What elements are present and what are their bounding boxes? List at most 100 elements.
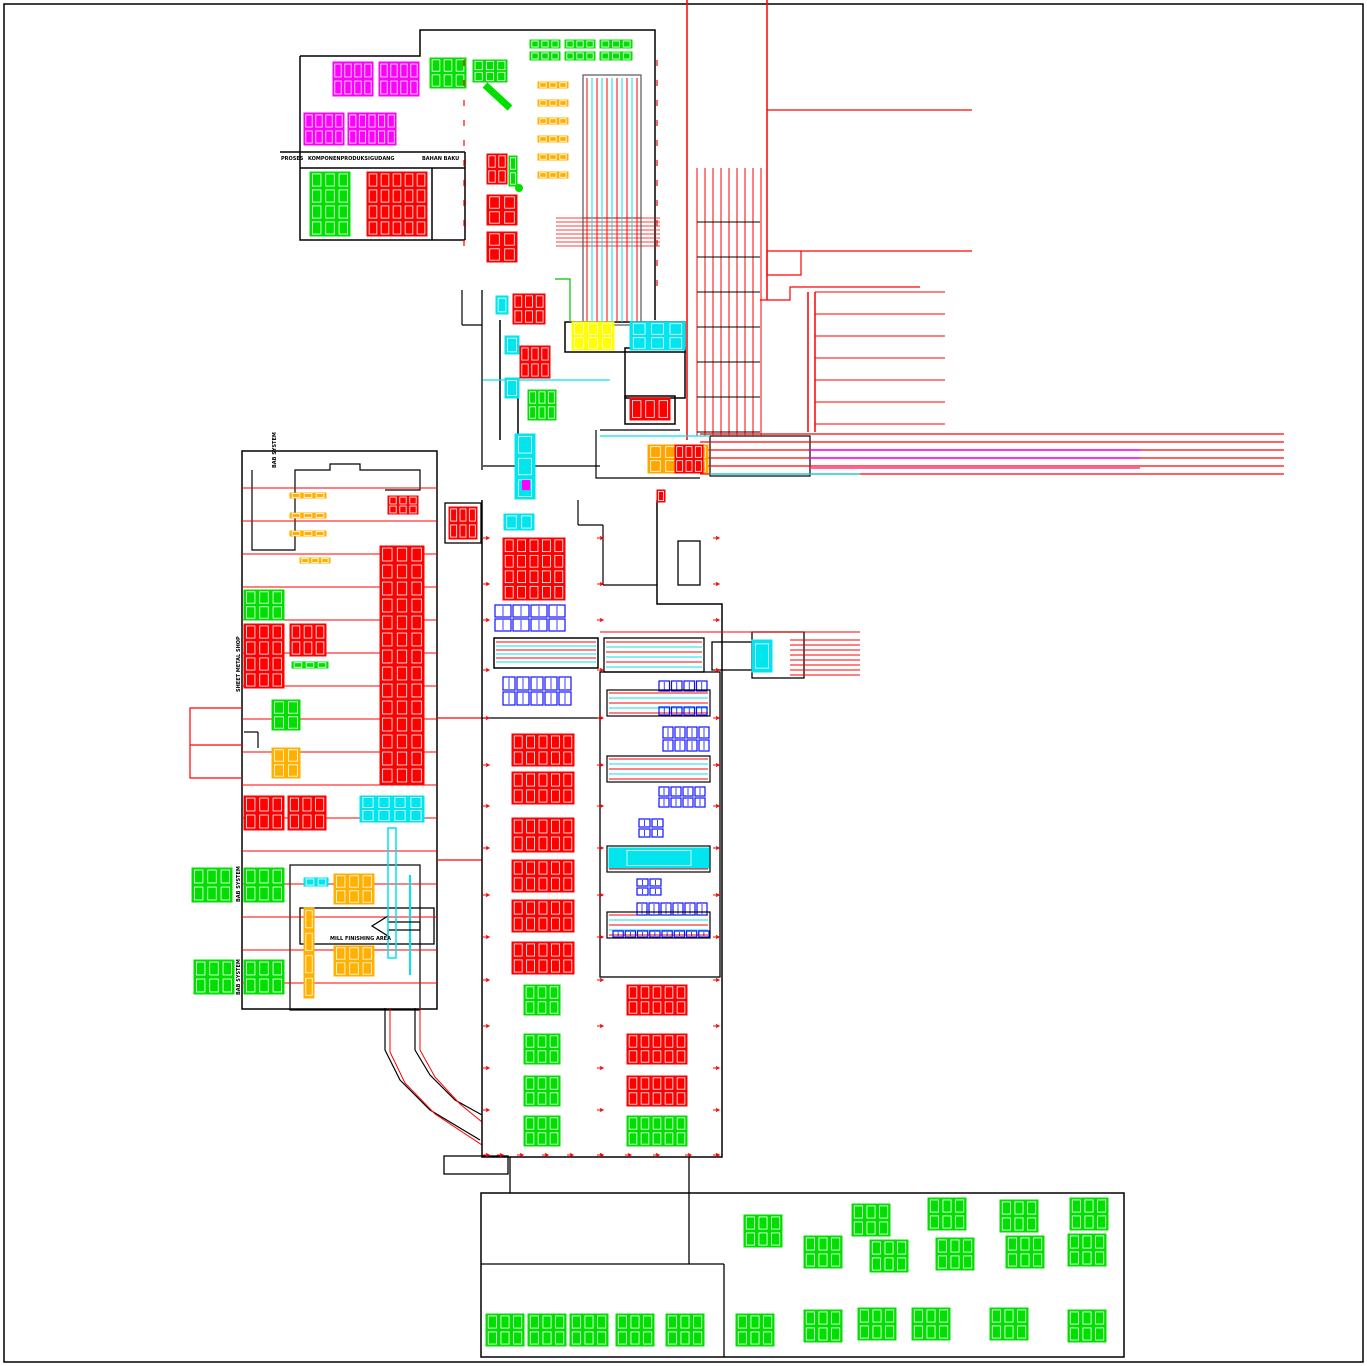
machine-cell	[311, 558, 319, 563]
green-machine	[989, 1307, 1029, 1341]
machine-cell	[664, 1050, 674, 1063]
machine-cell	[517, 585, 526, 599]
conveyor-band	[606, 911, 711, 939]
machine-cell	[195, 978, 206, 993]
room-outline	[299, 907, 435, 945]
machine-cell	[245, 606, 256, 619]
machine-cell	[549, 100, 557, 106]
magenta-machine	[347, 112, 397, 146]
door-marker	[483, 935, 491, 939]
machine-cell	[525, 1132, 535, 1145]
room-outline	[289, 864, 421, 1011]
machine-cell	[559, 100, 567, 106]
green-machine	[803, 1309, 843, 1343]
machine-cell	[411, 598, 422, 613]
machine-cell	[531, 52, 539, 60]
machine-cell	[315, 130, 323, 144]
door-marker	[483, 716, 491, 720]
blue-rack	[683, 680, 696, 692]
machine-cell	[831, 1237, 841, 1251]
machine-cell	[382, 564, 393, 579]
machine-cell	[529, 1331, 539, 1345]
orange-machine	[333, 873, 375, 905]
machine-cell	[853, 1205, 863, 1219]
green-machine	[193, 959, 235, 995]
cyan-conveyor	[387, 827, 397, 959]
machine-cell	[259, 961, 269, 976]
machine-cell	[563, 789, 573, 803]
machine-cell	[245, 961, 256, 976]
green-machine	[569, 1313, 609, 1347]
machine-cell	[302, 797, 312, 812]
green-machine	[485, 1313, 525, 1347]
door-marker	[517, 1153, 525, 1157]
room-label-proses: PROSES	[281, 156, 304, 162]
machine-cell	[489, 233, 500, 246]
machine-cell	[443, 59, 453, 72]
door-marker	[483, 668, 491, 672]
machine-cell	[676, 1077, 686, 1090]
machine-cell	[193, 886, 204, 901]
blue-rack	[674, 739, 686, 752]
machine-cell	[1069, 1327, 1079, 1341]
red-machine	[243, 623, 285, 689]
machine-cell	[485, 71, 495, 82]
machine-cell	[1095, 1251, 1105, 1265]
blue-rack	[698, 930, 710, 938]
machine-cell	[222, 978, 232, 993]
machine-cell	[507, 337, 517, 353]
machine-cell	[362, 890, 373, 903]
blue-rack	[516, 691, 530, 706]
door-marker	[567, 1153, 575, 1157]
cyan-machine	[629, 321, 686, 351]
machine-cell	[1097, 1215, 1107, 1229]
magenta-machine	[303, 112, 345, 146]
blue-rack	[512, 604, 530, 618]
machine-cell	[288, 764, 298, 777]
machine-cell	[539, 118, 547, 124]
machine-cell	[399, 505, 407, 514]
orange-machine	[271, 747, 301, 779]
machine-cell	[884, 1257, 894, 1271]
machine-cell	[628, 1050, 638, 1063]
machine-cell	[394, 810, 406, 821]
door-marker	[713, 668, 721, 672]
machine-cell	[497, 71, 506, 82]
machine-cell	[349, 875, 359, 888]
blue-rack	[624, 930, 637, 938]
machine-cell	[818, 1311, 828, 1325]
cyan-station	[503, 513, 535, 531]
machine-cell	[1071, 1215, 1081, 1229]
green-machine	[1067, 1233, 1107, 1267]
machine-cell	[871, 1241, 881, 1255]
machine-cell	[597, 1331, 607, 1345]
machine-cell	[942, 1215, 952, 1229]
blue-rack	[651, 828, 664, 838]
green-machine	[1069, 1197, 1109, 1231]
machine-cell	[411, 734, 422, 749]
machine-cell	[378, 114, 386, 128]
blue-rack	[649, 878, 662, 887]
machine-cell	[554, 554, 564, 568]
machine-cell	[617, 1331, 627, 1345]
door-marker	[483, 1108, 491, 1112]
machine-cell	[349, 114, 357, 128]
room-outline	[444, 502, 482, 544]
machine-cell	[1020, 1253, 1030, 1267]
green-machine	[999, 1199, 1039, 1233]
machine-cell	[209, 978, 219, 993]
machine-cell	[676, 986, 686, 999]
machine-cell	[245, 673, 256, 687]
machine-cell	[1084, 1199, 1094, 1213]
machine-cell	[390, 63, 398, 78]
machine-cell	[1095, 1327, 1105, 1341]
machine-cell	[563, 773, 573, 787]
machine-cell	[640, 1035, 650, 1048]
door-marker	[713, 846, 721, 850]
door-marker	[497, 1153, 505, 1157]
machine-cell	[272, 657, 283, 671]
machine-cell	[1084, 1215, 1094, 1229]
machine-cell	[411, 547, 422, 562]
machine-cell	[245, 625, 256, 639]
machine-cell	[628, 1035, 638, 1048]
